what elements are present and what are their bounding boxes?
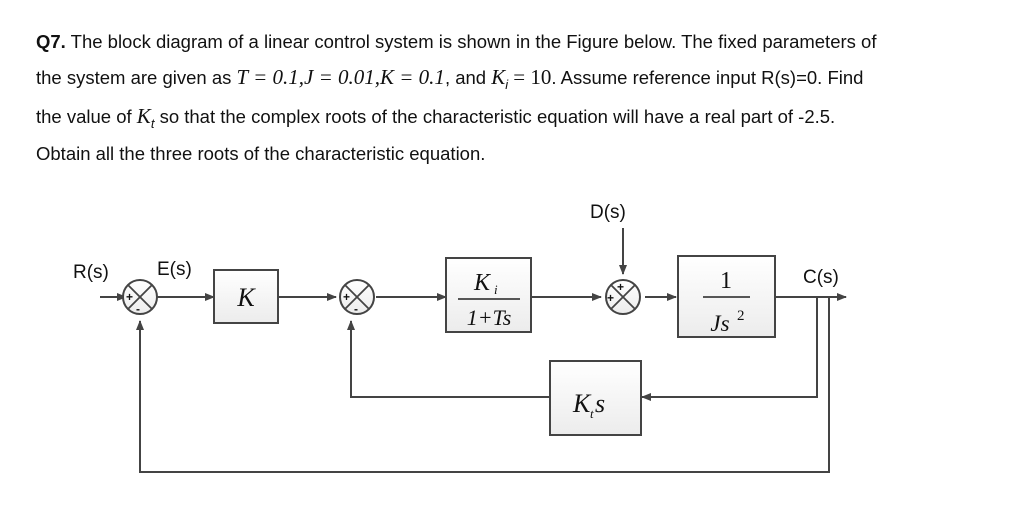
question-text-3-suffix: so that the complex roots of the charact… <box>159 106 836 127</box>
question-line-3: the value of Kt so that the complex root… <box>36 104 835 131</box>
block-plant-numerator: 1 <box>720 268 732 294</box>
block-plant-1-over-Js2: 1 Js 2 <box>677 255 776 338</box>
sum2-plus-sign: + <box>343 290 350 304</box>
question-text-2-suffix: . Assume reference input R(s)=0. Find <box>551 67 864 88</box>
block-Ki-over-1-plus-Ts: K i 1+Ts <box>445 257 532 333</box>
outer-feedback-line <box>136 297 830 473</box>
tach-feedback-line <box>641 297 818 401</box>
param-Ki-value: = 10 <box>513 65 552 89</box>
question-text-1: The block diagram of a linear control sy… <box>70 31 877 52</box>
block-Ki-denominator: 1+Ts <box>467 305 512 330</box>
label-C-s: C(s) <box>803 267 839 288</box>
block-plant-denominator: Js <box>710 311 729 336</box>
block-Ki-numerator-subscript: i <box>494 282 498 297</box>
block-K-label: K <box>236 283 256 312</box>
param-Ki-symbol: K <box>491 65 506 89</box>
summing-junction-2: + - <box>339 279 375 316</box>
summing-junction-3: + + <box>605 279 641 315</box>
block-K: K <box>213 269 279 324</box>
block-Kt-s: s <box>595 389 605 418</box>
sum3-top-plus-sign: + <box>617 280 624 294</box>
param-J: J = 0.01, <box>304 65 380 89</box>
block-Ki-numerator: K <box>473 270 492 296</box>
question-text-2: the system are given as <box>36 67 232 88</box>
sum2-minus-sign: - <box>354 302 358 316</box>
sum1-minus-sign: - <box>136 302 140 316</box>
param-Ki-subscript: i <box>505 77 509 92</box>
question-text-4: Obtain all the three roots of the charac… <box>36 143 486 164</box>
sum1-plus-sign: + <box>126 290 133 304</box>
question-line-1: Q7. The block diagram of a linear contro… <box>36 31 876 53</box>
Kt-subscript: t <box>150 116 155 131</box>
label-D-s: D(s) <box>590 202 626 223</box>
block-plant-exponent: 2 <box>737 308 745 324</box>
param-T: T = 0.1, <box>236 65 304 89</box>
block-Kt-symbol: K <box>572 389 592 418</box>
question-text-3: the value of <box>36 106 132 127</box>
line-Kt-to-sum2 <box>347 320 550 398</box>
question-line-2: the system are given as T = 0.1,J = 0.01… <box>36 65 863 92</box>
question-number: Q7. <box>36 31 66 52</box>
block-Kt-s: K t s <box>549 360 642 436</box>
Kt-symbol: K <box>136 104 151 128</box>
sum3-left-plus-sign: + <box>607 291 614 305</box>
question-line-4: Obtain all the three roots of the charac… <box>36 143 485 165</box>
summing-junction-1: + - <box>122 279 158 316</box>
param-and: , and <box>444 67 487 88</box>
block-Kt-subscript: t <box>590 406 594 421</box>
label-E-s: E(s) <box>157 259 192 280</box>
param-K: K = 0.1 <box>380 65 445 89</box>
label-R-s: R(s) <box>73 262 109 283</box>
